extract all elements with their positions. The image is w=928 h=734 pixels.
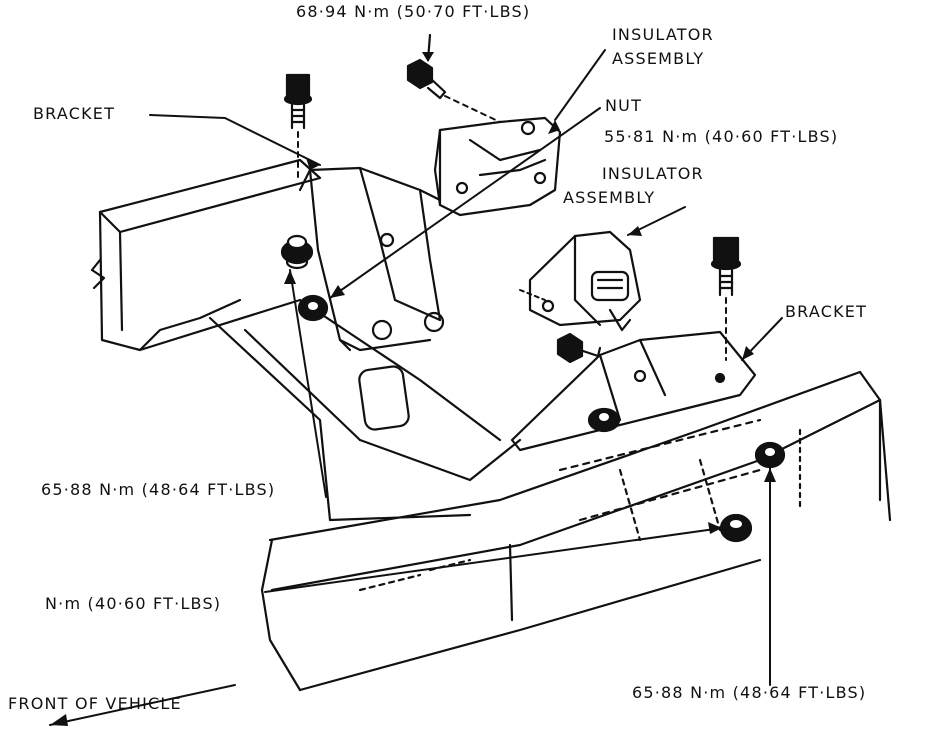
insulator-assembly-label-1-line2: ASSEMBLY [612, 49, 705, 68]
torque-label-frame: N·m (40·60 FT·LBS) [45, 594, 222, 613]
nut-torque-label: 55·81 N·m (40·60 FT·LBS) [604, 127, 839, 146]
left-nut [297, 294, 329, 322]
torque-label-left-bolt: 65·88 N·m (48·64 FT·LBS) [41, 480, 276, 499]
horizontal-bolt-top [406, 58, 447, 100]
front-of-vehicle-label: FRONT OF VEHICLE [8, 694, 182, 713]
crossmember [90, 158, 522, 522]
left-bracket [298, 166, 445, 352]
front-arrow-head [50, 714, 68, 726]
right-vertical-bolt [710, 236, 742, 297]
right-insulator-assembly [528, 230, 642, 332]
top-label-pointer [422, 33, 434, 62]
bracket-nut-right [587, 407, 621, 433]
insulator-assembly-label-2-line2: ASSEMBLY [563, 188, 656, 207]
upper-insulator-assembly [433, 116, 562, 217]
insulator-side-bolt [556, 332, 602, 364]
left-bracket-bolt [280, 234, 314, 270]
bracket-label-right: BRACKET [785, 302, 868, 321]
nut-label: NUT [605, 96, 643, 115]
insulator-assembly-label-1-line1: INSULATOR [612, 25, 714, 44]
frame-rail [260, 370, 892, 692]
right-bracket [510, 330, 757, 452]
frame-bolt-right [754, 441, 786, 469]
arrowheads [50, 120, 776, 726]
insulator-assembly-label-2-line1: INSULATOR [602, 164, 704, 183]
leader-lines [49, 49, 783, 726]
top-vertical-bolt [283, 73, 313, 130]
frame-bolt-left [719, 513, 753, 543]
torque-label-top-bolt: 68·94 N·m (50·70 FT·LBS) [296, 2, 531, 21]
torque-label-bottom-right: 65·88 N·m (48·64 FT·LBS) [632, 683, 867, 702]
bracket-label-left: BRACKET [33, 104, 116, 123]
